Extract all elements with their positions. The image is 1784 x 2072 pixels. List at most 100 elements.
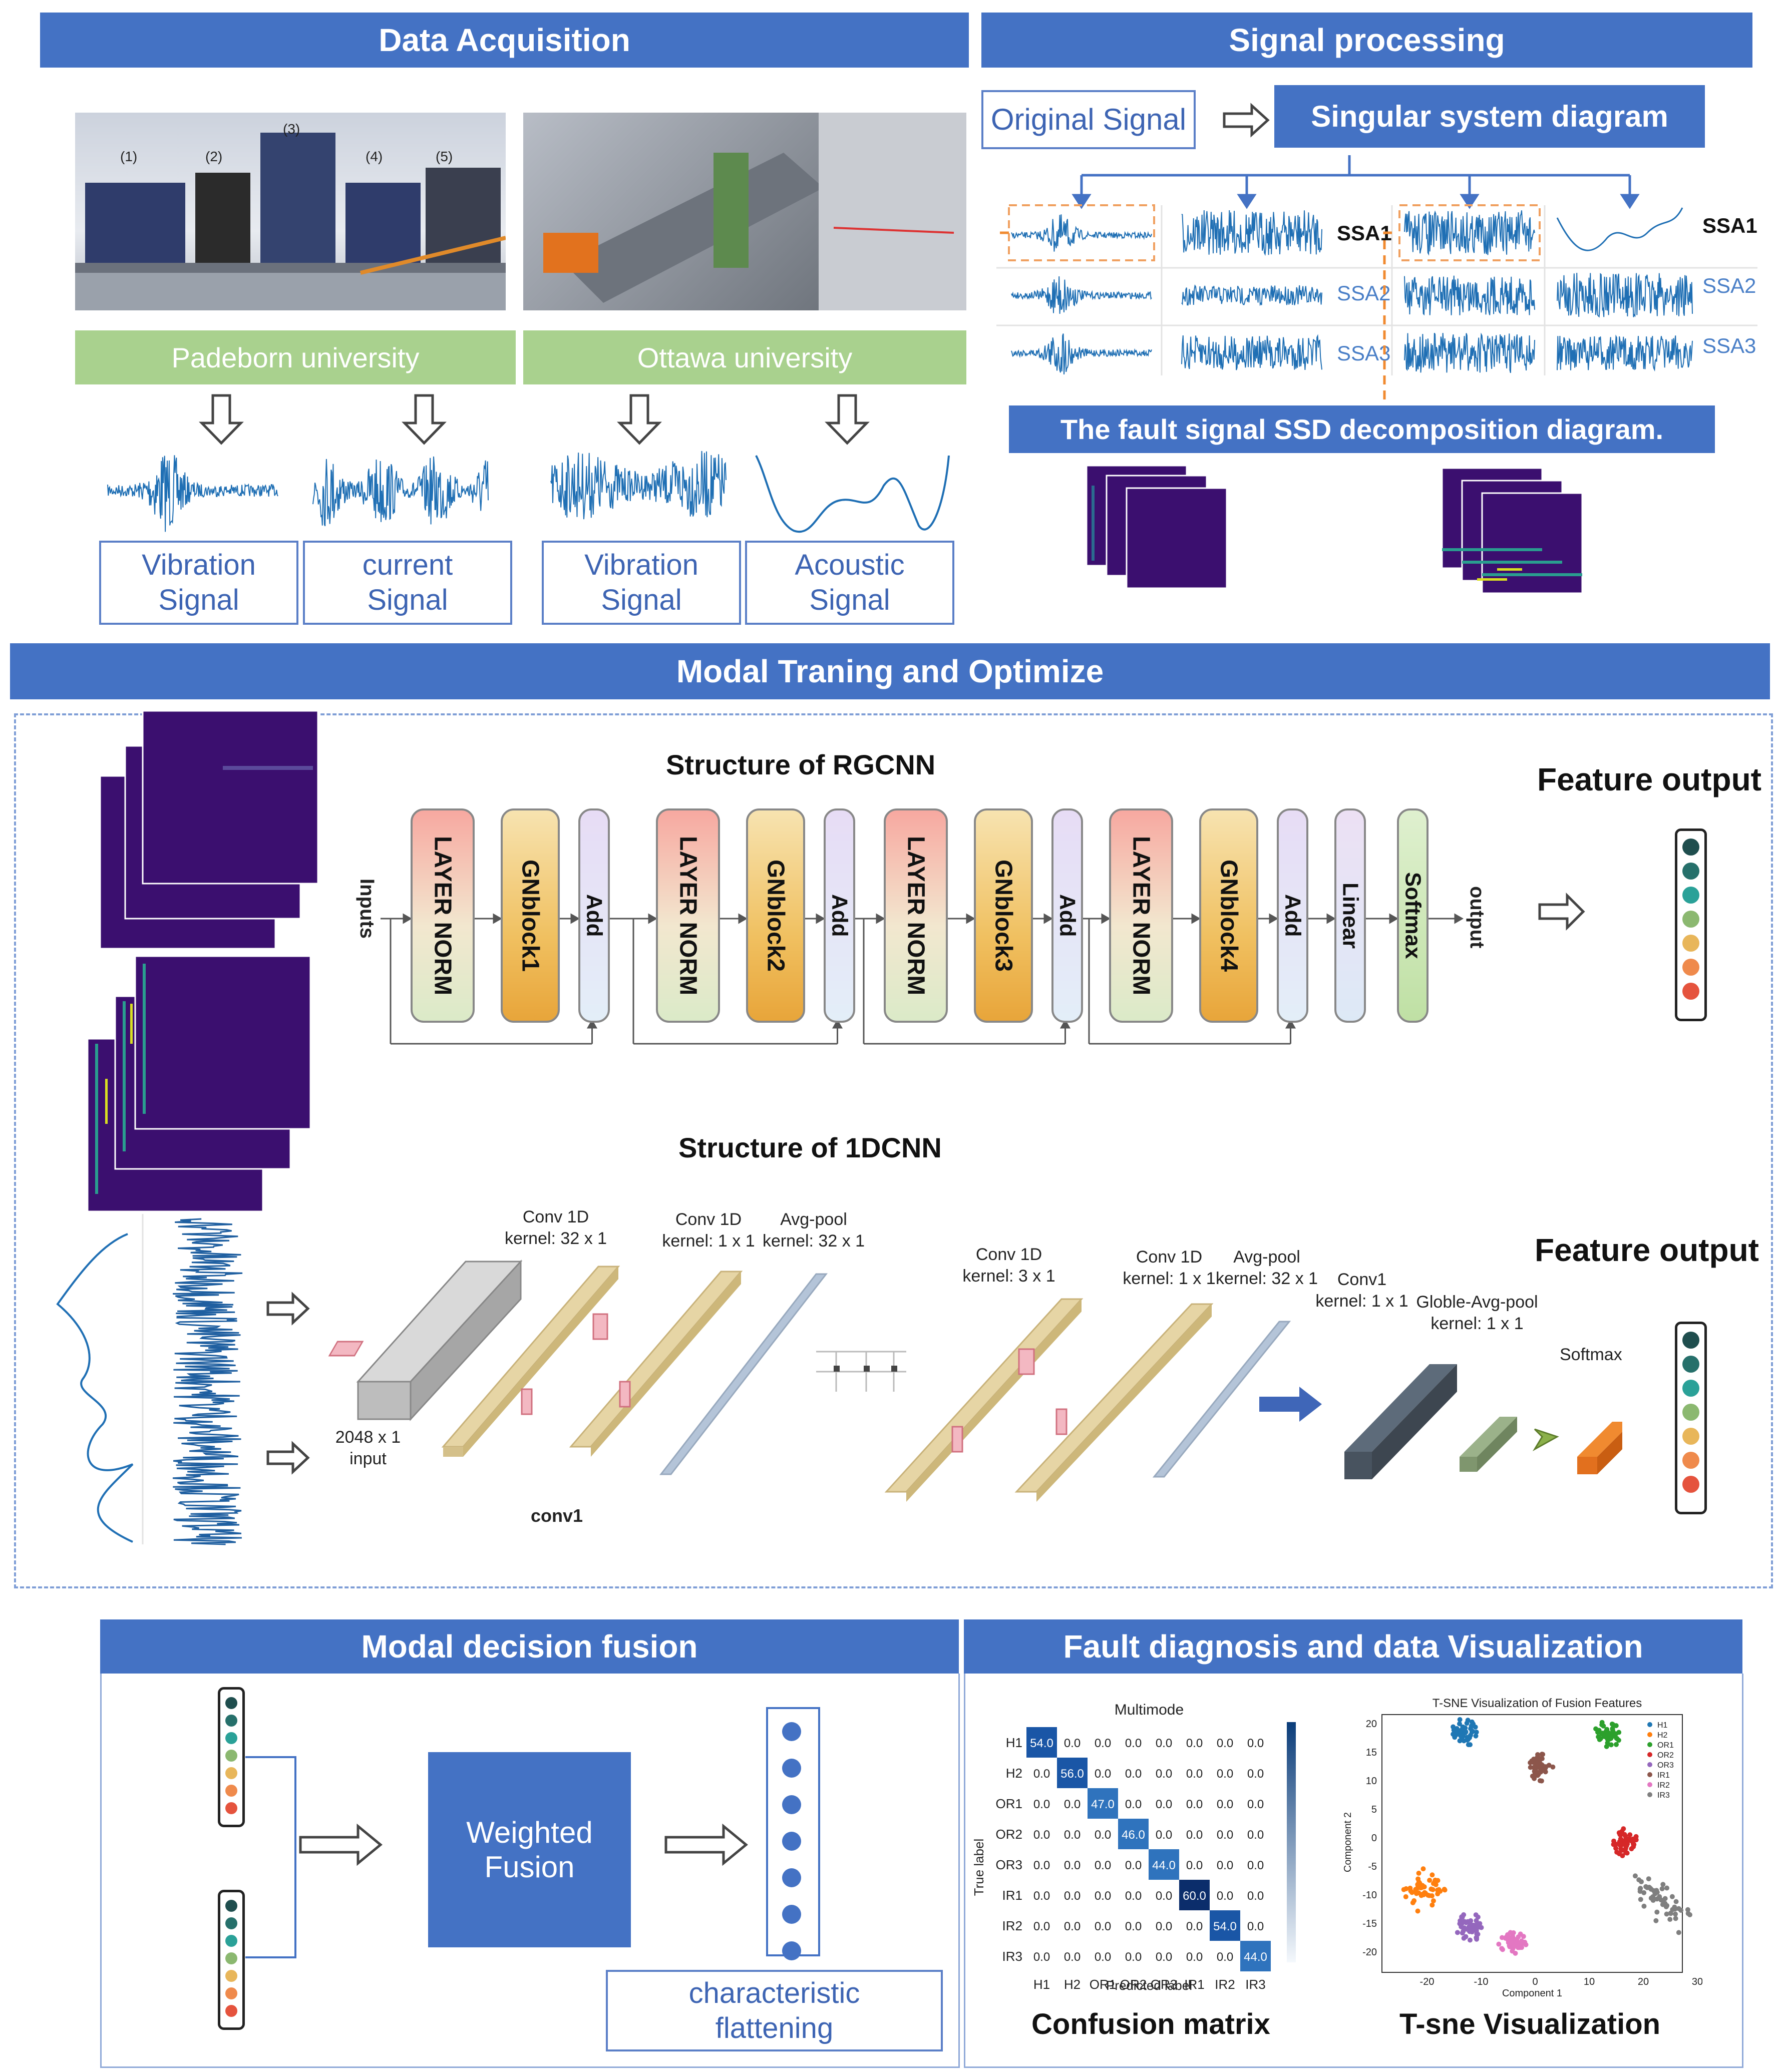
feature-dot: [225, 1750, 237, 1762]
conv1d-kernel: kernel: 1 x 1: [1123, 1269, 1216, 1288]
fault-diagnosis-banner: Fault diagnosis and data Visualization: [964, 1619, 1742, 1674]
tsne-point: [1453, 1732, 1459, 1737]
tsne-point: [1496, 1941, 1502, 1947]
tsne-point: [1653, 1918, 1659, 1923]
acoustic-signal-box: Acoustic Signal: [745, 541, 954, 625]
feature-dot: [1682, 1332, 1699, 1349]
tsne-point: [1462, 1730, 1468, 1735]
feature-dot: [1682, 1452, 1699, 1469]
softmax-label: Softmax: [1560, 1345, 1622, 1364]
tsne-legend-label: OR2: [1657, 1751, 1674, 1760]
confusion-row-label: H2: [1006, 1766, 1022, 1781]
conv1d-label-3: Conv 1D kernel: 3 x 1: [941, 1244, 1077, 1287]
confusion-xlabel: Predicted label: [1106, 1978, 1192, 1993]
confusion-row-label: OR3: [996, 1857, 1022, 1872]
tsne-legend-marker: [1647, 1782, 1652, 1787]
flattened-dot: [782, 1905, 801, 1924]
tsne-point: [1631, 1837, 1637, 1843]
tsne-point: [1618, 1832, 1624, 1837]
confusion-ylabel: True label: [971, 1839, 986, 1896]
confusion-row-label: OR2: [996, 1827, 1022, 1842]
avgpool-name: Avg-pool: [780, 1210, 847, 1229]
tsne-point: [1509, 1940, 1515, 1946]
tsne-point: [1505, 1932, 1511, 1937]
tsne-point: [1617, 1851, 1622, 1856]
rgcnn-block-layer-norm: LAYER NORM: [1109, 808, 1173, 1023]
globle-kernel: kernel: 1 x 1: [1431, 1314, 1524, 1333]
tsne-point: [1403, 1894, 1408, 1899]
feature-dot: [1682, 1476, 1699, 1493]
right-arrow-icon: [1223, 103, 1270, 138]
signal-processing-title: Signal processing: [1229, 22, 1505, 58]
tsne-point: [1536, 1762, 1542, 1768]
conv1-bottom-label: conv1: [531, 1505, 583, 1526]
tsne-point: [1625, 1841, 1630, 1847]
conv1d-label-2: Conv 1D kernel: 1 x 1: [641, 1209, 776, 1252]
globle-name: Globle-Avg-pool: [1416, 1293, 1538, 1312]
rgcnn-block-layer-norm: LAYER NORM: [656, 808, 720, 1023]
tsne-point: [1461, 1935, 1467, 1941]
weighted-fusion-box: Weighted Fusion: [428, 1752, 631, 1947]
tsne-point: [1646, 1876, 1651, 1882]
confusion-value: 0.0: [1217, 1828, 1233, 1842]
tsne-point: [1473, 1733, 1479, 1739]
tsne-point: [1617, 1842, 1623, 1848]
tsne-point: [1668, 1911, 1673, 1916]
feature-dot: [225, 1785, 237, 1797]
confusion-value: 0.0: [1033, 1920, 1050, 1933]
tsne-point: [1401, 1887, 1406, 1892]
ssa3-label-b: SSA3: [1702, 334, 1756, 357]
feature-dot: [1682, 1380, 1699, 1397]
confusion-value: 0.0: [1247, 1767, 1264, 1781]
tsne-point: [1676, 1906, 1681, 1911]
feature-dot: [225, 1767, 237, 1779]
tsne-xlabel: Component 1: [1502, 1988, 1562, 1999]
ssa2-label-a: SSA2: [1337, 281, 1390, 305]
tsne-point: [1516, 1934, 1521, 1940]
conv1d-kernel: kernel: 1 x 1: [662, 1231, 755, 1251]
tsne-point: [1664, 1885, 1670, 1891]
tsne-point: [1673, 1911, 1678, 1917]
confusion-col-label: OR1: [1090, 1977, 1116, 1992]
tsne-point: [1460, 1914, 1465, 1920]
rgcnn-block-label: GNblock1: [517, 859, 544, 972]
confusion-value: 54.0: [1213, 1920, 1237, 1933]
signal-line1: current: [362, 549, 453, 582]
tsne-legend-marker: [1647, 1742, 1652, 1747]
noisy-input-signal: [172, 1218, 243, 1545]
confusion-value: 0.0: [1186, 1737, 1203, 1750]
confusion-col-label: IR2: [1215, 1977, 1235, 1992]
confusion-value: 0.0: [1156, 1828, 1172, 1842]
weighted-fusion-line2: Fusion: [484, 1850, 575, 1884]
rig-label-4: (4): [366, 149, 383, 164]
feature-output-label-1: Feature output: [1537, 761, 1761, 797]
confusion-value: 0.0: [1247, 1798, 1264, 1811]
signal-line2: Signal: [809, 584, 890, 616]
ssa-waveforms: [1011, 210, 1693, 374]
tsne-point: [1539, 1778, 1544, 1784]
tsne-point: [1667, 1917, 1673, 1922]
tsne-point: [1660, 1882, 1666, 1887]
tsne-caption: T-sne Visualization: [1399, 2008, 1661, 2040]
flattened-dot: [782, 1759, 801, 1778]
flattened-dot: [782, 1795, 801, 1814]
tsne-xtick: 20: [1638, 1976, 1649, 1987]
flattened-dot: [782, 1832, 801, 1851]
tsne-point: [1632, 1873, 1638, 1879]
tsne-ylabel: Component 2: [1342, 1812, 1353, 1872]
conv1d-label-4: Conv 1D kernel: 1 x 1: [1102, 1247, 1237, 1289]
confusion-value: 0.0: [1156, 1767, 1172, 1781]
tsne-point: [1430, 1902, 1435, 1908]
confusion-value: 0.0: [1095, 1767, 1111, 1781]
ssa-component-waveform: [1404, 332, 1535, 373]
tsne-point: [1599, 1720, 1605, 1725]
tsne-point: [1654, 1888, 1659, 1893]
tsne-point: [1463, 1725, 1468, 1731]
avgpool-kernel: kernel: 32 x 1: [1215, 1269, 1318, 1288]
tsne-point: [1608, 1742, 1614, 1748]
tsne-point: [1407, 1885, 1413, 1891]
tsne-point: [1474, 1935, 1479, 1940]
modal-training-title: Modal Traning and Optimize: [676, 653, 1104, 689]
confusion-value: 0.0: [1095, 1920, 1111, 1933]
confusion-value: 0.0: [1217, 1798, 1233, 1811]
